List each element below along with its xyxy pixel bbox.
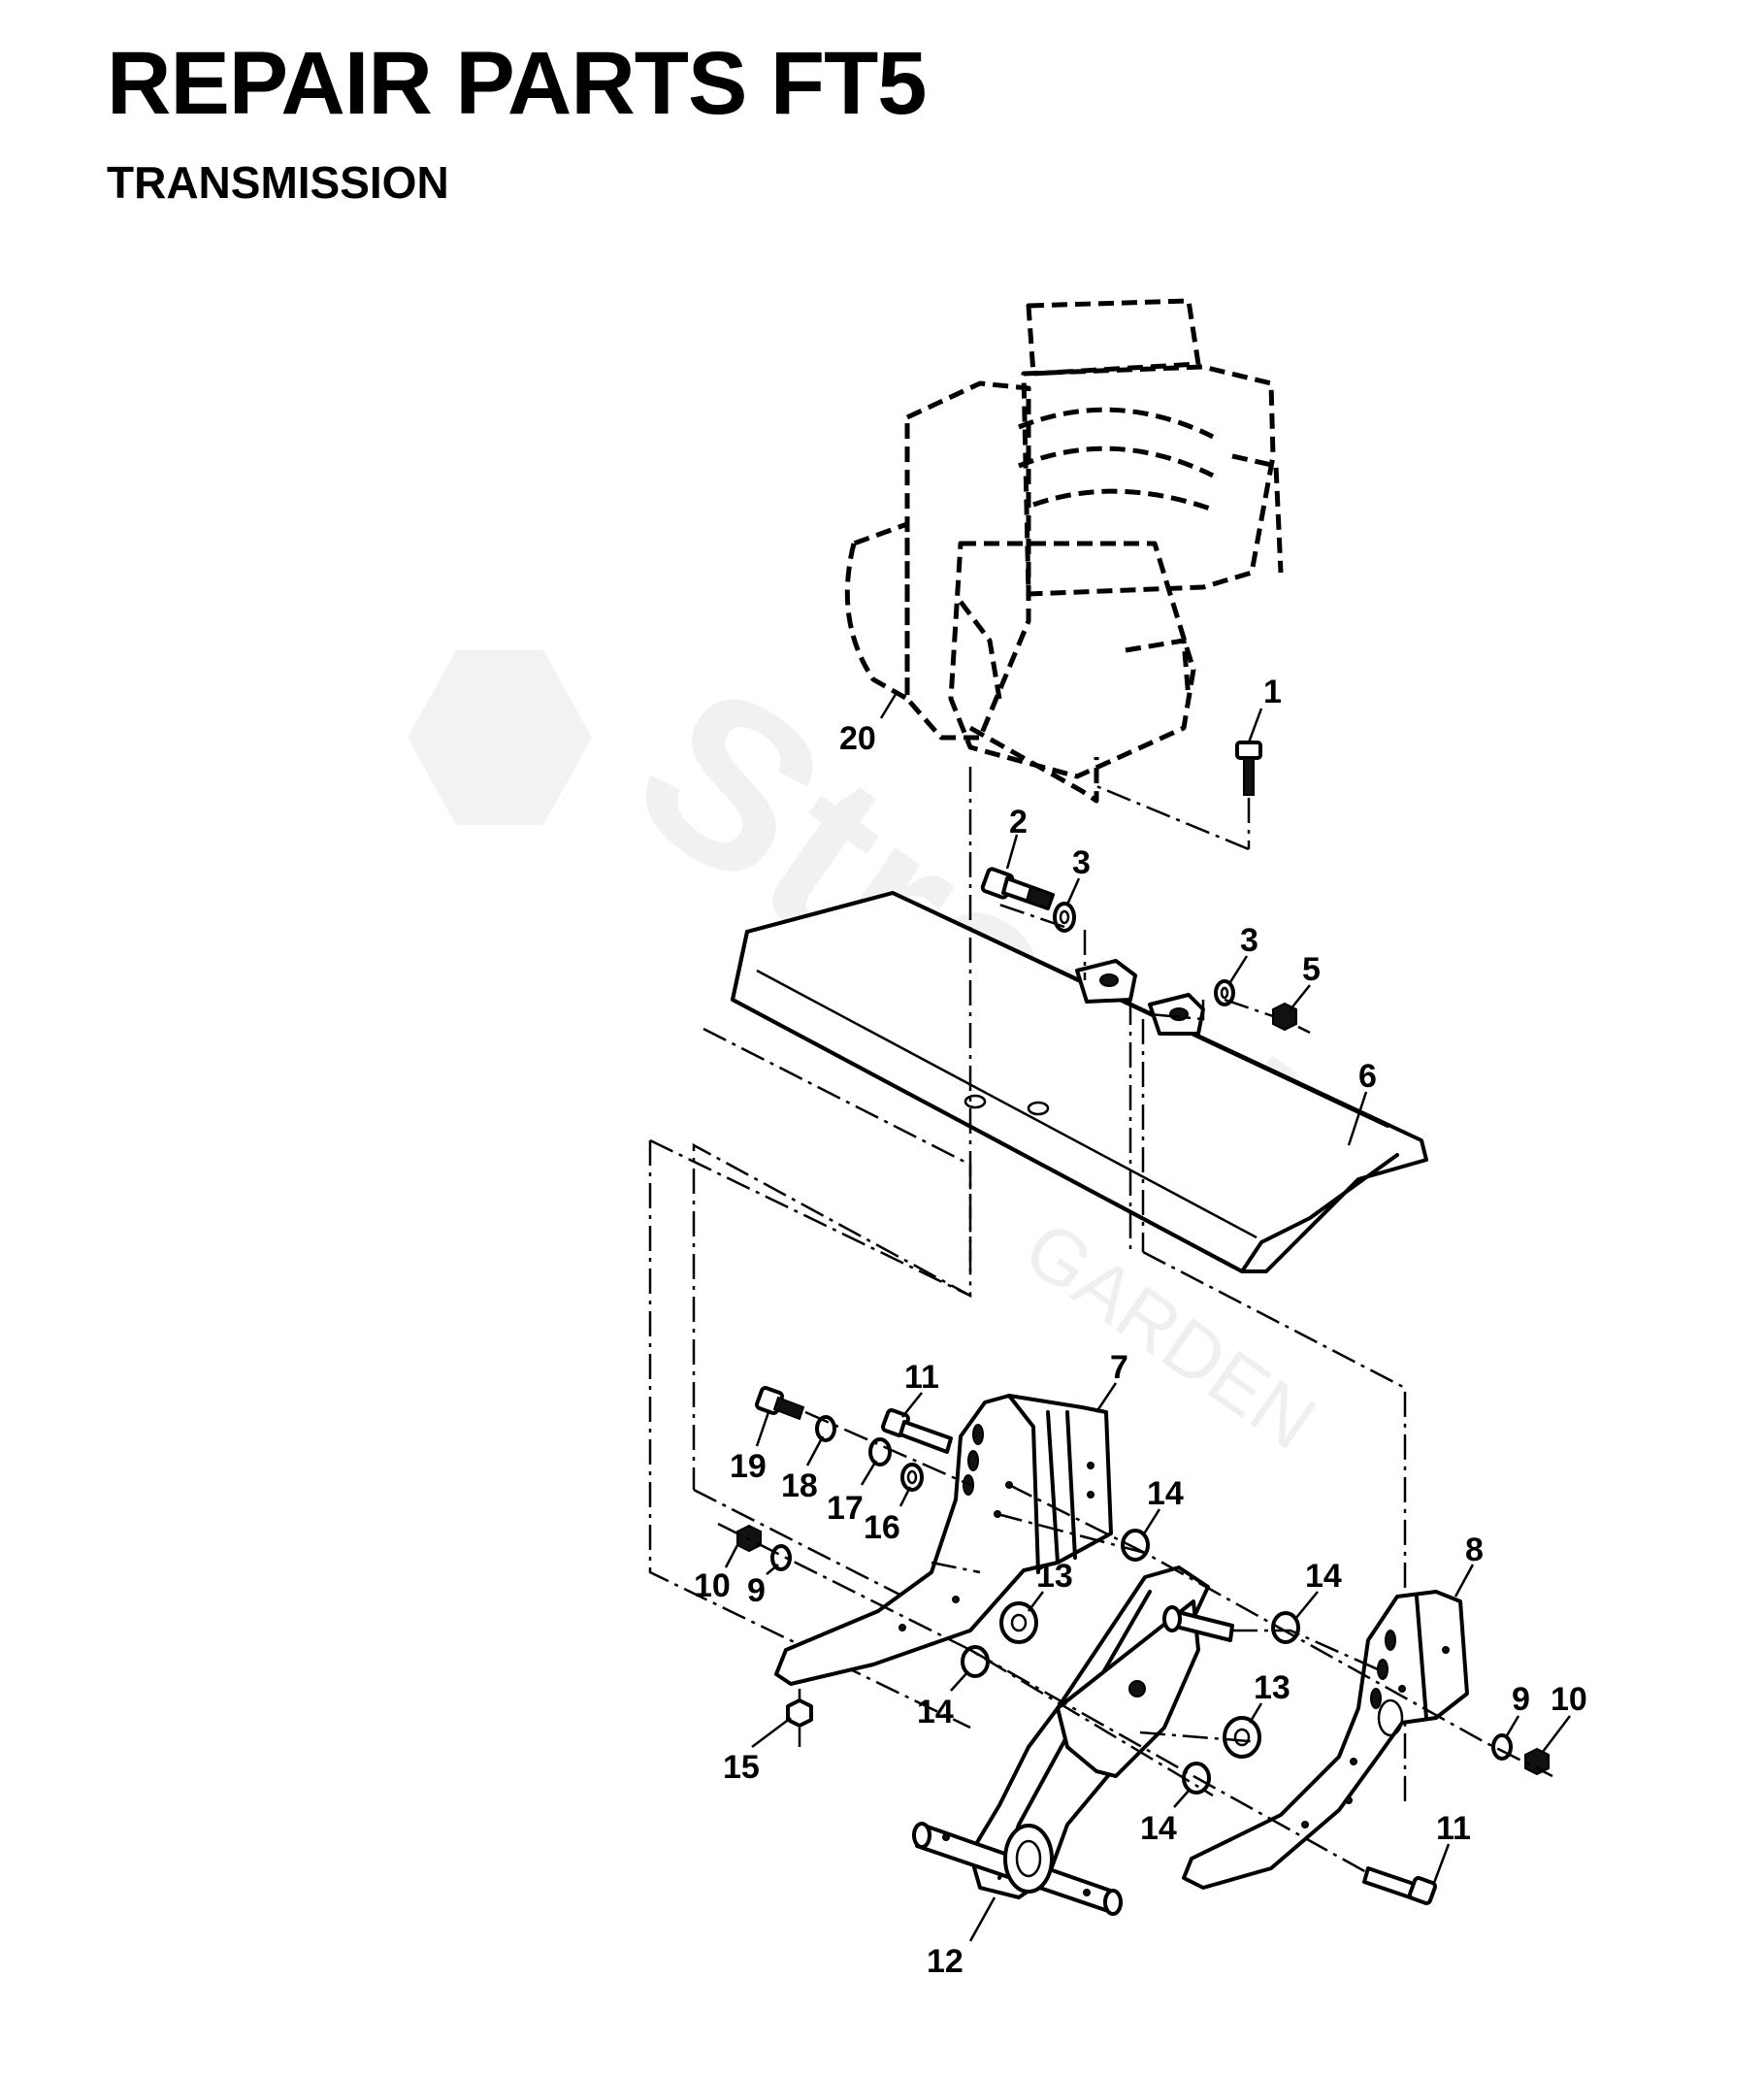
callout-14c: 14 [917, 1694, 954, 1730]
side-plate-8 [1182, 1590, 1469, 1890]
callout-15: 15 [723, 1749, 760, 1786]
nut-15 [786, 1698, 813, 1728]
washers-13 [999, 1601, 1261, 1759]
callout-14a: 14 [1147, 1475, 1184, 1512]
callout-1: 1 [1263, 674, 1282, 710]
callout-14d: 14 [1140, 1810, 1177, 1847]
callout-3b: 3 [1240, 922, 1258, 959]
bolt-11a [881, 1408, 953, 1454]
callout-14b: 14 [1305, 1558, 1342, 1595]
washer-16 [900, 1463, 924, 1492]
callout-7: 7 [1110, 1349, 1128, 1386]
callout-16: 16 [864, 1509, 900, 1546]
callout-13b: 13 [1254, 1669, 1290, 1706]
callout-9a: 9 [747, 1572, 766, 1609]
callout-3a: 3 [1072, 844, 1091, 881]
washer-18 [815, 1415, 836, 1442]
callout-19: 19 [730, 1448, 767, 1485]
callout-18: 18 [781, 1467, 818, 1504]
callout-8: 8 [1465, 1532, 1484, 1568]
callout-11b: 11 [1436, 1810, 1471, 1847]
tine-shield-6 [731, 891, 1428, 1273]
watermark-logo-icon [408, 650, 592, 825]
section-subtitle: TRANSMISSION [107, 157, 449, 208]
nut-10b [1524, 1747, 1550, 1776]
callout-6: 6 [1358, 1058, 1377, 1095]
callout-9b: 9 [1512, 1681, 1530, 1718]
callout-12: 12 [927, 1943, 964, 1980]
callout-17: 17 [827, 1490, 864, 1527]
callout-11a: 11 [904, 1359, 939, 1396]
bolt-1 [1235, 741, 1262, 796]
bolt-11b [1362, 1866, 1437, 1905]
washer-17 [868, 1437, 892, 1466]
washer-3b [1214, 979, 1235, 1006]
callout-13a: 13 [1036, 1558, 1073, 1595]
callout-5: 5 [1302, 951, 1321, 988]
bolt-2 [980, 867, 1055, 910]
callout-2: 2 [1009, 804, 1028, 840]
bolt-19 [755, 1386, 805, 1421]
callout-labels: 1 2 3 3 5 6 7 8 9 9 10 10 11 11 12 13 13… [694, 674, 1587, 1980]
callout-10b: 10 [1551, 1681, 1587, 1718]
leader-lines [724, 690, 1571, 1942]
callout-20: 20 [839, 720, 876, 757]
nut-5 [1272, 1002, 1297, 1032]
transmission-12 [912, 1565, 1234, 1916]
callout-10a: 10 [694, 1567, 731, 1604]
engine-outline [844, 298, 1284, 804]
page-title: REPAIR PARTS FT5 [107, 34, 927, 133]
